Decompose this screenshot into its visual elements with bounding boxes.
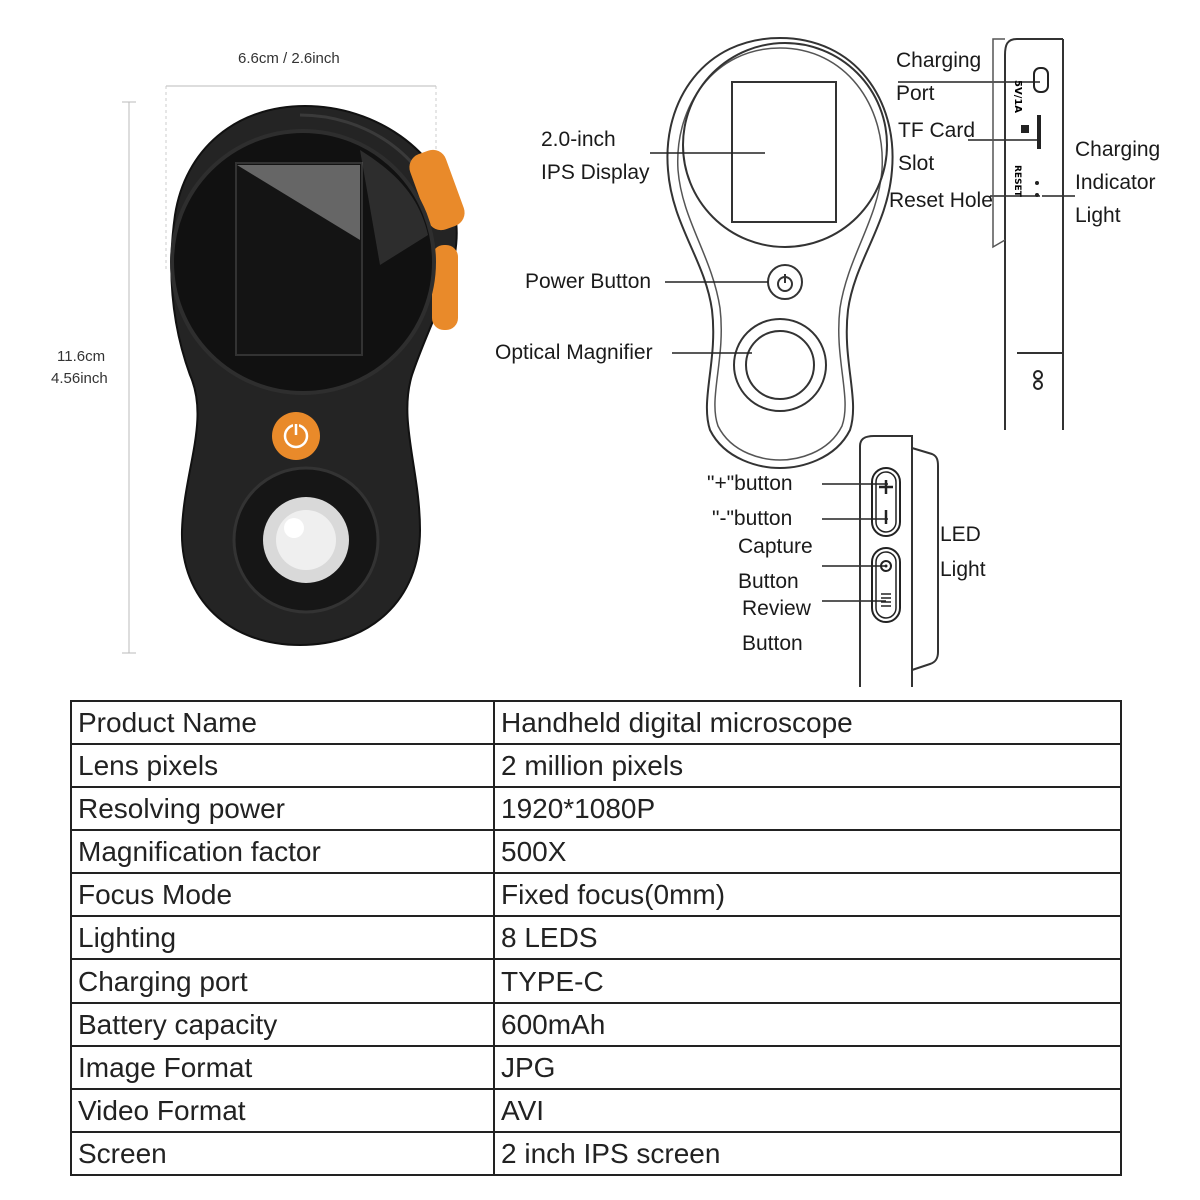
spec-key: Lighting: [70, 915, 495, 961]
spec-value: 8 LEDS: [493, 915, 1122, 961]
spec-value: 1920*1080P: [493, 786, 1122, 832]
side-button-bottom: [432, 245, 458, 330]
optical-magnifier-label: Optical Magnifier: [495, 341, 653, 364]
charging-port-icon: [1033, 67, 1049, 93]
capture-label-1: Capture: [738, 535, 813, 558]
front-outline: [666, 36, 894, 470]
charging-port-label-1: Charging: [896, 49, 982, 72]
spec-value: 600mAh: [493, 1001, 1122, 1047]
side-lanyard: [1033, 370, 1043, 380]
spec-key: Video Format: [70, 1087, 495, 1133]
front-line-diagram: [666, 36, 894, 470]
indicator-label-2: Indicator: [1075, 171, 1156, 194]
spec-key: Battery capacity: [70, 1001, 495, 1047]
front-power-icon: [767, 264, 803, 300]
led-label-2: Light: [940, 558, 986, 581]
capture-label-2: Button: [738, 570, 799, 593]
plus-minus-rocker: [871, 467, 901, 537]
spec-key: Product Name: [70, 699, 495, 746]
minus-button-label: "-"button: [712, 507, 793, 530]
port-marking-text: 5V/1A: [1012, 80, 1023, 113]
spec-key: Screen: [70, 1130, 495, 1177]
display-label-line1: 2.0-inch: [541, 128, 616, 151]
front-screen-ring: [682, 42, 888, 248]
spec-value: AVI: [493, 1087, 1122, 1133]
review-label-2: Button: [742, 632, 803, 655]
spec-key: Resolving power: [70, 786, 495, 832]
reset-hole: [1035, 181, 1039, 185]
tf-card-label-1: TF Card: [898, 119, 976, 142]
review-label-1: Review: [742, 597, 811, 620]
spec-key: Magnification factor: [70, 829, 495, 875]
charging-indicator: [1035, 193, 1039, 197]
spec-value: 500X: [493, 829, 1122, 875]
width-dimension-label: 6.6cm / 2.6inch: [238, 50, 340, 67]
capture-review-rocker: [871, 547, 901, 623]
power-button-label: Power Button: [525, 270, 652, 293]
charging-port-label-2: Port: [896, 82, 935, 105]
tf-card-label-2: Slot: [898, 152, 935, 175]
spec-value: JPG: [493, 1044, 1122, 1090]
front-lens-outer: [733, 318, 827, 412]
front-screen: [731, 81, 837, 223]
screen: [235, 162, 363, 356]
spec-value: 2 inch IPS screen: [493, 1130, 1122, 1177]
spec-key: Lens pixels: [70, 743, 495, 789]
button-line-diagram: [859, 435, 939, 687]
side-line-diagram: 5V/1A RESET: [992, 38, 1064, 430]
tf-card-slot: [1037, 115, 1041, 149]
display-label-line2: IPS Display: [541, 161, 650, 184]
spec-value: 2 million pixels: [493, 743, 1122, 789]
indicator-label-1: Charging: [1075, 138, 1161, 161]
spec-value: TYPE-C: [493, 958, 1122, 1004]
spec-value: Fixed focus(0mm): [493, 872, 1122, 918]
spec-key: Image Format: [70, 1044, 495, 1090]
height-dimension-label-in: 4.56inch: [51, 370, 108, 387]
front-lens-inner: [745, 330, 815, 400]
side-button-top: [409, 149, 465, 231]
spec-key: Charging port: [70, 958, 495, 1004]
spec-key: Focus Mode: [70, 872, 495, 918]
spec-value: Handheld digital microscope: [493, 699, 1122, 746]
reset-hole-label: Reset Hole: [889, 189, 993, 212]
led-label-1: LED: [940, 523, 981, 546]
reset-marking-text: RESET: [1012, 165, 1022, 198]
plus-button-label: "+"button: [707, 472, 793, 495]
product-photo: [122, 85, 465, 654]
height-dimension-label-cm: 11.6cm: [57, 348, 106, 365]
indicator-label-3: Light: [1075, 204, 1121, 227]
